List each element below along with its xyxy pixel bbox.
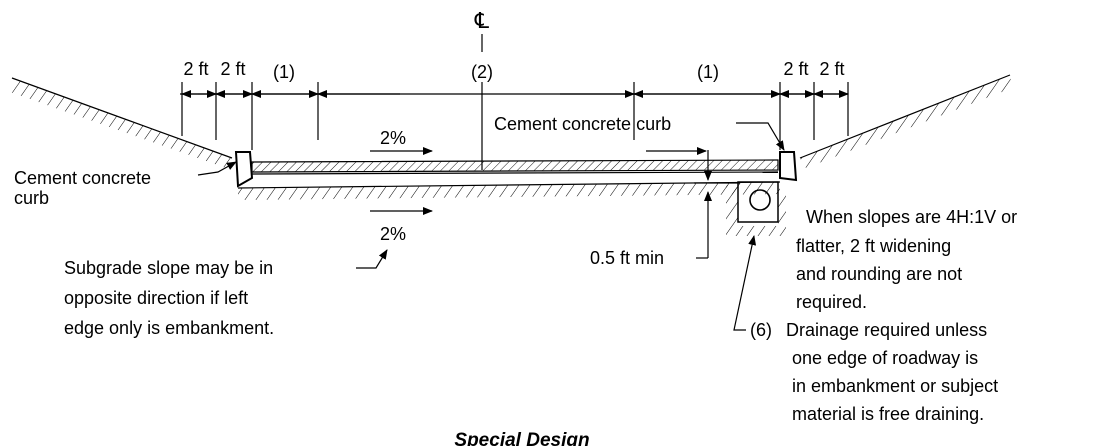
drainage-note-line2: one edge of roadway is [792,348,978,368]
subgrade-note-line1: Subgrade slope may be in [64,258,273,278]
dim-2ft-left-outer: 2 ft [183,59,208,79]
slopes-note-line3: and rounding are not [796,264,962,284]
dim-shoulder-left: (1) [273,62,295,82]
right-ground-slope [799,74,1012,168]
dim-2ft-left-inner: 2 ft [220,59,245,79]
drain-leader [733,235,757,331]
subgrade-note-line2: opposite direction if left [64,288,248,308]
drain-ref-label: (6) [750,320,772,340]
dim-shoulder-right: (1) [697,62,719,82]
drainage-note-line4: material is free draining. [792,404,984,424]
curb-left-leader [197,161,237,176]
curb-label-left-line2: curb [14,188,49,208]
pavement-surface [251,159,779,175]
slopes-note-line1: When slopes are 4H:1V or [806,207,1017,227]
dimension-line [180,34,849,170]
subgrade-slope-label: 2% [380,224,406,244]
slopes-note-line2: flatter, 2 ft widening [796,236,951,256]
diagram-title: Special Design [454,430,589,446]
slopes-note-line4: required. [796,292,867,312]
min-depth-label: 0.5 ft min [590,248,664,268]
dim-2ft-right-outer: 2 ft [819,59,844,79]
subgrade-line [237,181,781,200]
curb-label-right: Cement concrete curb [494,114,671,134]
subgrade-note-leader [356,249,388,269]
left-curb [234,151,254,188]
right-curb [779,151,798,182]
pavement-slope-label: 2% [380,128,406,148]
curb-right-leader [736,122,785,151]
dim-traveled-way: (2) [471,62,493,82]
centerline-symbol: ℄ [474,8,490,33]
min-depth-dimension [694,150,740,259]
dim-2ft-right-inner: 2 ft [783,59,808,79]
underdrain-pipe [726,181,786,236]
subgrade-note-line3: edge only is embankment. [64,318,274,338]
left-ground-slope [10,77,233,168]
drainage-note-line3: in embankment or subject [792,376,998,396]
drainage-note-line1: Drainage required unless [786,320,987,340]
curb-label-left-line1: Cement concrete [14,168,151,188]
